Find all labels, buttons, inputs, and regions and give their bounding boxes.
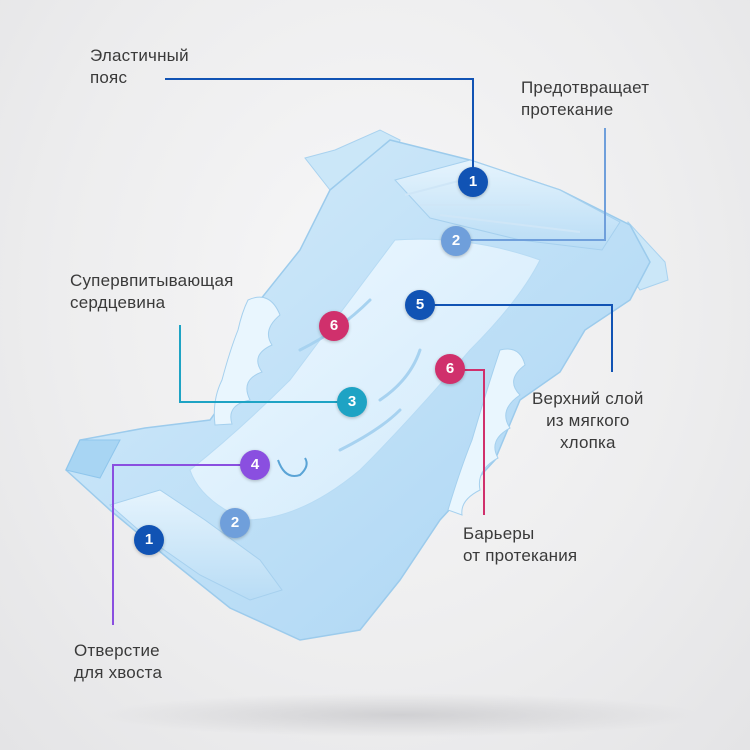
bottom-band-edge bbox=[65, 439, 121, 479]
label-elastic-belt-line2: пояс bbox=[90, 68, 128, 87]
label-tail-hole-line1: Отверстие bbox=[74, 641, 160, 660]
label-top-layer-line3: хлопка bbox=[559, 433, 616, 452]
ground-shadow bbox=[100, 693, 700, 737]
label-core-line2: сердцевина bbox=[70, 293, 166, 312]
badge-3: 3 bbox=[337, 387, 367, 417]
left-leak-barrier bbox=[213, 296, 281, 426]
badge-1-top: 1 bbox=[458, 167, 488, 197]
label-top-layer-line1: Верхний слой bbox=[532, 389, 644, 408]
badge-2-top: 2 bbox=[441, 226, 471, 256]
label-core: Супервпитывающая сердцевина bbox=[70, 270, 234, 314]
label-elastic-belt: Эластичный пояс bbox=[90, 45, 189, 89]
core-channel-low bbox=[338, 408, 402, 452]
line-elastic-belt bbox=[165, 78, 474, 182]
label-prevents-leak-line1: Предотвращает bbox=[521, 78, 650, 97]
tail-hole bbox=[277, 457, 308, 477]
badge-4: 4 bbox=[240, 450, 270, 480]
label-tail-hole: Отверстие для хвоста bbox=[74, 640, 162, 684]
label-barriers-line2: от протекания bbox=[463, 546, 578, 565]
badge-5: 5 bbox=[405, 290, 435, 320]
absorbent-core bbox=[189, 238, 541, 521]
label-barriers-line1: Барьеры bbox=[463, 524, 535, 543]
badge-2-bottom: 2 bbox=[220, 508, 250, 538]
line-tail-hole bbox=[112, 464, 255, 625]
label-prevents-leak-line2: протекание bbox=[521, 100, 614, 119]
core-channel-mid bbox=[378, 348, 422, 402]
line-prevents-leak bbox=[456, 128, 606, 241]
badge-6-left: 6 bbox=[319, 311, 349, 341]
label-core-line1: Супервпитывающая bbox=[70, 271, 234, 290]
waist-band-bottom bbox=[108, 489, 283, 601]
label-elastic-belt-line1: Эластичный bbox=[90, 46, 189, 65]
line-top-layer bbox=[420, 304, 613, 372]
label-prevents-leak: Предотвращает протекание bbox=[521, 77, 649, 121]
line-core bbox=[179, 325, 352, 403]
connector-lines bbox=[112, 78, 613, 625]
right-leak-barrier bbox=[447, 348, 526, 516]
label-tail-hole-line2: для хвоста bbox=[74, 663, 163, 682]
badge-1-bottom: 1 bbox=[134, 525, 164, 555]
label-top-layer: Верхний слой из мягкого хлопка bbox=[532, 388, 644, 454]
label-top-layer-line2: из мягкого bbox=[546, 411, 630, 430]
badge-6-right: 6 bbox=[435, 354, 465, 384]
label-barriers: Барьеры от протекания bbox=[463, 523, 577, 567]
